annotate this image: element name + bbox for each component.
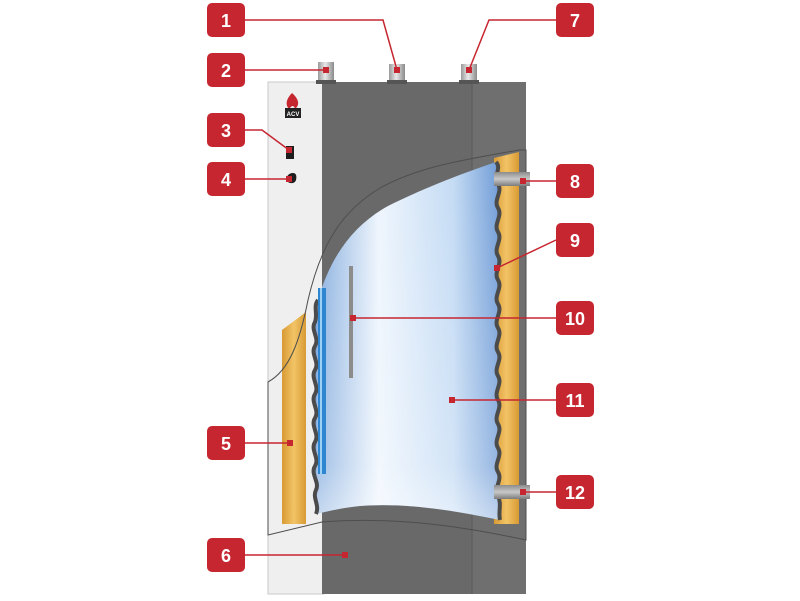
logo-text: ACV	[287, 112, 300, 118]
nozzle-right	[461, 64, 477, 84]
svg-text:10: 10	[565, 309, 585, 329]
svg-text:2: 2	[221, 61, 231, 81]
callout-1: 1	[207, 3, 245, 37]
callout-10: 10	[556, 301, 594, 335]
leader-7	[468, 19, 556, 71]
nozzle-center	[389, 64, 405, 84]
svg-text:12: 12	[565, 483, 585, 503]
callout-7: 7	[556, 3, 594, 37]
svg-text:3: 3	[221, 121, 231, 141]
tank-wall-right	[494, 160, 502, 521]
callout-4: 4	[207, 162, 245, 196]
svg-text:4: 4	[221, 170, 231, 190]
svg-text:9: 9	[570, 231, 580, 251]
callout-2: 2	[207, 53, 245, 87]
leader-1	[226, 19, 398, 71]
callout-6: 6	[207, 538, 245, 572]
svg-text:6: 6	[221, 546, 231, 566]
tank-wall-left	[311, 298, 320, 515]
brand-logo: ACV	[285, 93, 301, 118]
svg-text:5: 5	[221, 434, 231, 454]
side-pipe-lower	[494, 485, 530, 499]
callout-12: 12	[556, 475, 594, 509]
leader-9	[496, 239, 557, 269]
svg-text:7: 7	[570, 11, 580, 31]
tank	[311, 160, 502, 521]
svg-text:11: 11	[565, 391, 584, 411]
svg-text:1: 1	[221, 11, 231, 31]
callout-5: 5	[207, 426, 245, 460]
logo-flame-icon	[286, 93, 299, 109]
callout-9: 9	[556, 223, 594, 257]
top-connections	[316, 62, 479, 84]
callout-11: 11	[556, 383, 594, 417]
cutaway-outer-skin	[267, 149, 527, 541]
anode-rod	[349, 266, 353, 378]
svg-text:8: 8	[570, 172, 580, 192]
callout-8: 8	[556, 164, 594, 198]
leader-endpoints	[286, 67, 526, 558]
callout-3: 3	[207, 113, 245, 147]
